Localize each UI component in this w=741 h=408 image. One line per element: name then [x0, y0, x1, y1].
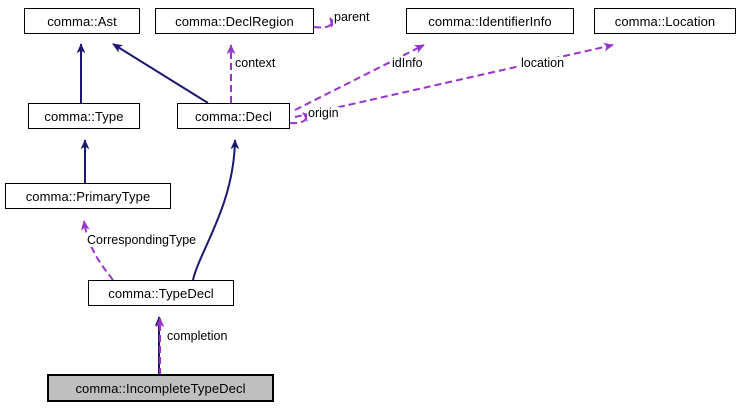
edge-decl-origin — [289, 112, 313, 125]
node-label: comma::TypeDecl — [108, 285, 214, 301]
node-label: comma::DeclRegion — [175, 13, 294, 29]
node-label: comma::Ast — [47, 13, 117, 29]
node-comma-primarytype[interactable]: comma::PrimaryType — [5, 183, 171, 209]
node-comma-type[interactable]: comma::Type — [28, 103, 140, 129]
node-label: comma::PrimaryType — [25, 188, 151, 204]
edge-label-origin: origin — [307, 106, 340, 120]
node-comma-typedecl[interactable]: comma::TypeDecl — [88, 280, 234, 306]
edge-typedecl-decl — [192, 139, 240, 281]
node-label: comma::IdentifierInfo — [428, 13, 552, 29]
edge-label-completion: completion — [166, 329, 229, 343]
node-label: comma::Type — [44, 108, 124, 124]
edge-label-location: location — [520, 56, 566, 70]
node-label: comma::Decl — [195, 108, 272, 124]
edge-typedecl-correspondingtype — [80, 220, 114, 281]
node-comma-decl[interactable]: comma::Decl — [177, 103, 290, 129]
edge-label-correspondingtype: CorrespondingType — [86, 233, 198, 247]
node-comma-incompletetypedecl[interactable]: comma::IncompleteTypeDecl — [48, 375, 273, 401]
edge-decl-location — [294, 42, 614, 118]
node-comma-declregion[interactable]: comma::DeclRegion — [155, 8, 314, 34]
node-comma-ast[interactable]: comma::Ast — [24, 8, 140, 34]
edge-decl-idinfo — [294, 44, 425, 111]
edge-decl-ast — [112, 43, 209, 104]
edge-label-idinfo: idInfo — [391, 56, 424, 70]
edge-label-parent: parent — [333, 10, 371, 24]
node-label: comma::Location — [614, 13, 716, 29]
node-comma-identifierinfo[interactable]: comma::IdentifierInfo — [406, 8, 574, 34]
edge-label-context: context — [234, 56, 277, 70]
node-label: comma::IncompleteTypeDecl — [75, 380, 246, 396]
edge-declregion-parent — [313, 17, 339, 29]
node-comma-location[interactable]: comma::Location — [594, 8, 736, 34]
